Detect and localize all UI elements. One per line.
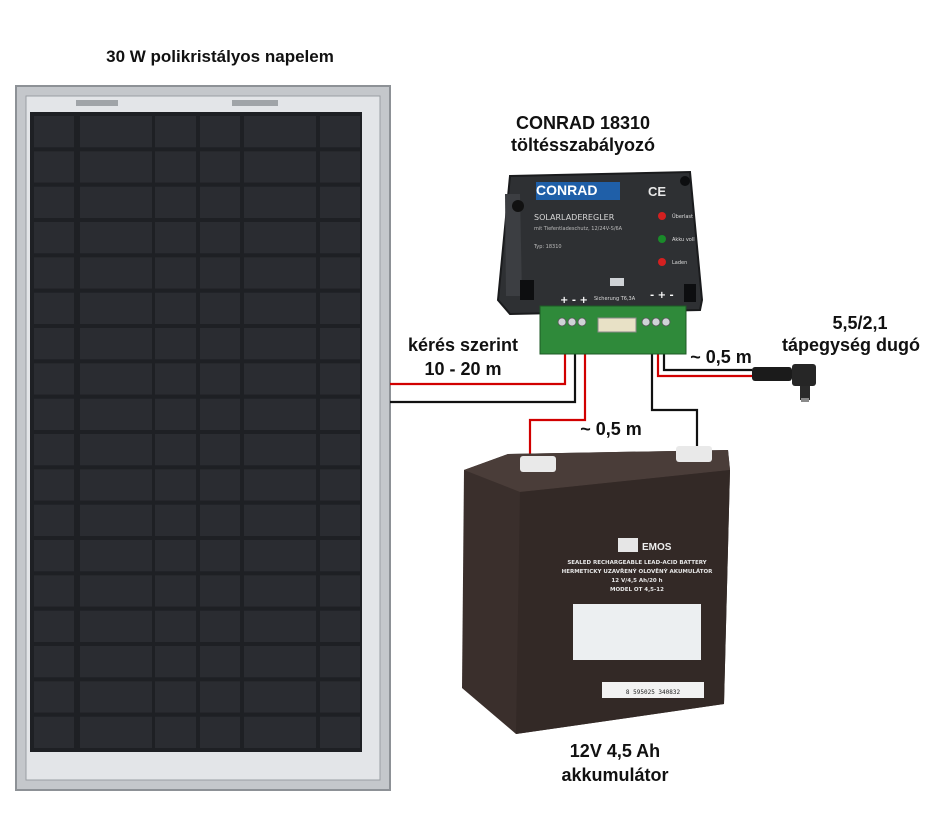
fuse-holder (597, 317, 637, 333)
dc-plug (752, 364, 816, 402)
battery (462, 446, 730, 734)
solar-cell-grid (34, 116, 360, 748)
panel-label-sticker (76, 100, 118, 106)
panel-title: 30 W polikristályos napelem (106, 47, 334, 66)
panel-cable-length-line1: kérés szerint (407, 335, 519, 355)
controller-name: SOLARLADEREGLER (534, 213, 615, 222)
controller-fuse-label: Sicherung T6,3A (594, 296, 636, 302)
battery-label-line1: 12V 4,5 Ah (569, 741, 661, 761)
led-overload (658, 212, 666, 220)
battery-terminal-negative (676, 446, 712, 462)
emos-logo-block (618, 538, 638, 552)
controller-type: Typ: 18310 (533, 244, 562, 250)
battery-text-line3: 12 V/4,5 Ah/20 h (611, 578, 662, 584)
led-charging (658, 258, 666, 266)
battery-red-wire (528, 325, 587, 462)
battery-brand: EMOS (642, 542, 672, 553)
led-label-battery-full: Akku voll (672, 237, 695, 243)
plug-label-line1: 5,5/2,1 (832, 313, 888, 333)
charge-controller (496, 170, 704, 355)
battery-terminal-positive (520, 456, 556, 472)
battery-spec-table (573, 604, 701, 660)
controller-ce-mark: CE (648, 184, 666, 199)
battery-text-line2: HERMETICKY UZAVŘENÝ OLOVĚNÝ AKUMULÁTOR (562, 567, 714, 575)
controller-subtitle: mit Tiefentladeschutz, 12/24V-S/6A (534, 226, 623, 232)
battery-symbol (610, 278, 624, 286)
controller-brand: CONRAD (536, 182, 597, 198)
battery-barcode (602, 682, 704, 698)
panel-cable-length-line2: 10 - 20 m (424, 359, 502, 379)
led-label-overload: Überlast (672, 213, 693, 220)
plug-label-line2: tápegység dugó (781, 335, 920, 355)
led-label-charging: Laden (672, 260, 687, 266)
battery-text-line4: MODEL OT 4,5-12 (610, 587, 664, 593)
plug-cable-length: ~ 0,5 m (690, 347, 752, 367)
controller-title-line2: töltésszabályozó (510, 135, 656, 155)
controller-terminal-signs-left: + - + (560, 295, 588, 306)
battery-label-line2: akkumulátor (561, 765, 669, 785)
battery-text-line1: SEALED RECHARGEABLE LEAD-ACID BATTERY (567, 560, 707, 566)
battery-barcode-text: 8 595025 340832 (626, 689, 681, 696)
conrad-logo (536, 182, 620, 200)
battery-cable-length: ~ 0,5 m (580, 419, 642, 439)
led-battery-full (658, 235, 666, 243)
controller-title-line1: CONRAD 18310 (515, 113, 651, 133)
battery-black-wire (650, 325, 699, 452)
solar-panel (15, 85, 391, 791)
controller-terminal-signs-right: - + - (650, 290, 674, 301)
